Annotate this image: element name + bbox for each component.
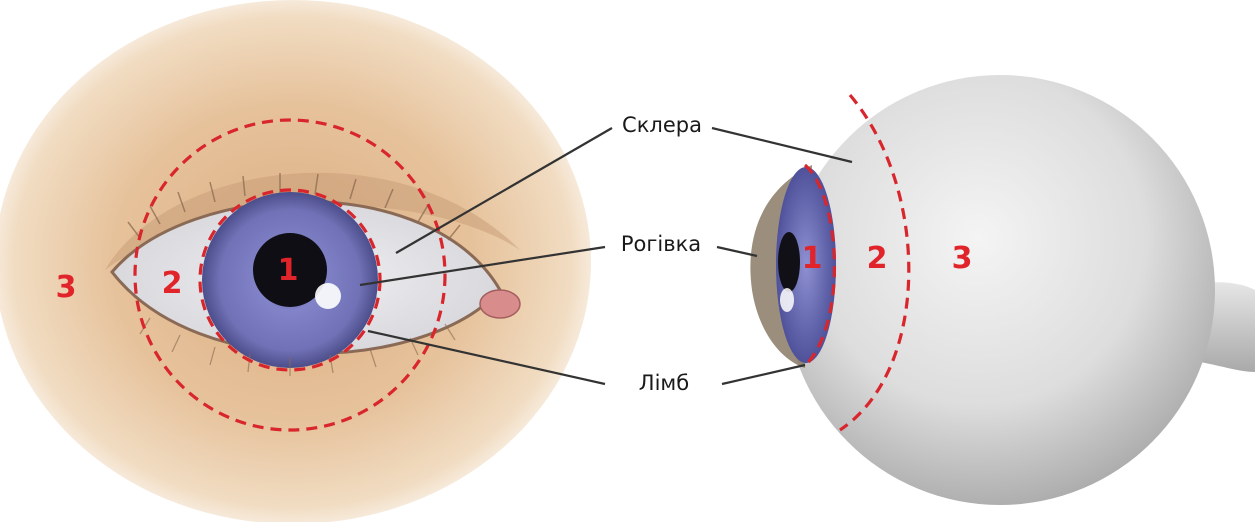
front-zone-1-number: 1 xyxy=(278,253,299,288)
front-zone-2-number: 2 xyxy=(162,266,183,301)
label-sclera: Склера xyxy=(622,113,702,137)
caruncle xyxy=(480,290,520,318)
side-zone-1-number: 1 xyxy=(802,241,823,276)
cornea-leader-side xyxy=(717,247,757,256)
front-view-eye: 1 2 3 xyxy=(0,0,591,522)
side-zone-2-number: 2 xyxy=(867,241,888,276)
label-limbus: Лімб xyxy=(639,371,689,395)
limbus-leader-side xyxy=(722,365,805,384)
eyeball xyxy=(785,75,1215,505)
side-highlight xyxy=(780,288,794,312)
label-cornea: Рогівка xyxy=(621,232,701,256)
side-zone-3-number: 3 xyxy=(952,241,973,276)
side-view-eyeball: 1 2 3 xyxy=(750,75,1255,505)
front-zone-3-number: 3 xyxy=(56,270,77,305)
side-pupil xyxy=(778,232,800,292)
pupil-highlight xyxy=(315,283,341,309)
sclera-leader-side xyxy=(712,128,852,162)
